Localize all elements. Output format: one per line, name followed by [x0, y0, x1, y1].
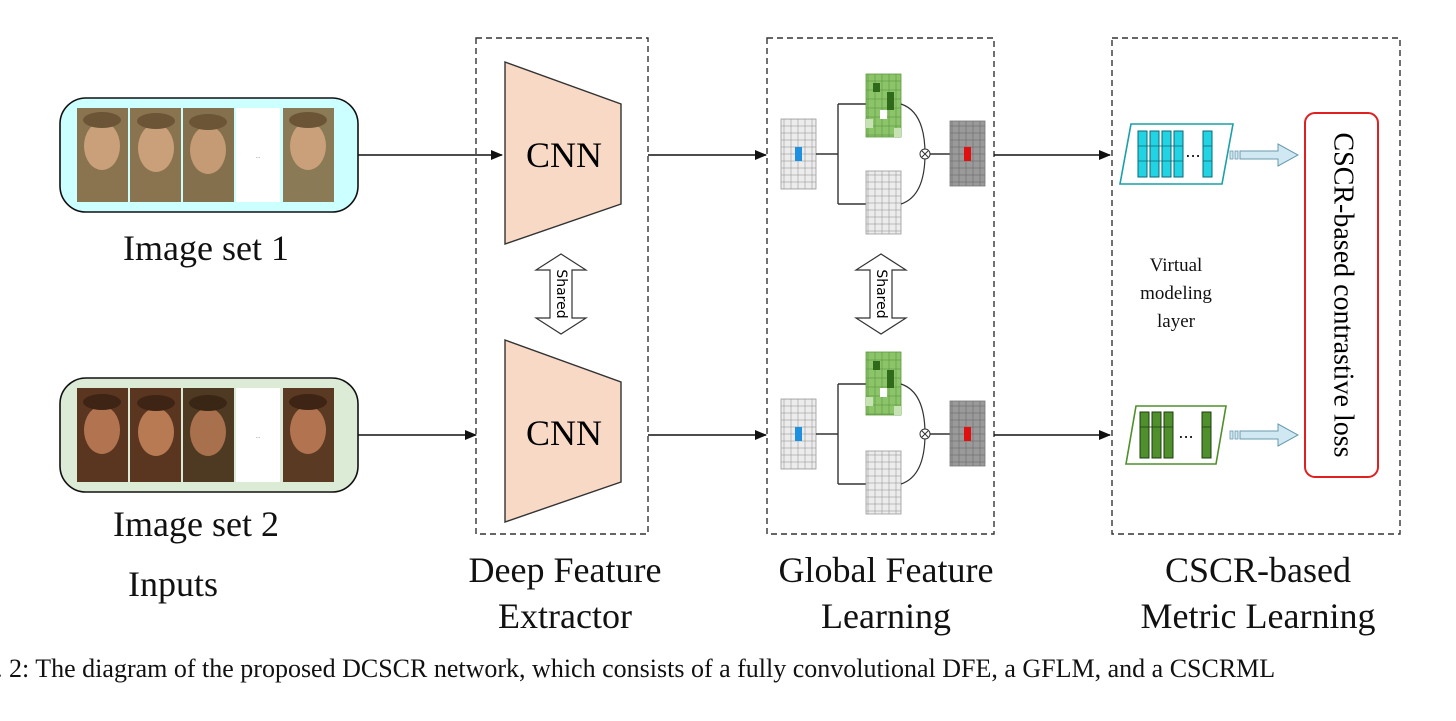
- face-thumb: [130, 388, 181, 482]
- cnn-block-1: [504, 61, 622, 245]
- face-thumb: [183, 388, 234, 482]
- ellipsis-slot: [236, 108, 280, 202]
- extractor-box: [475, 37, 649, 535]
- global-section-label-line1: Global Feature: [778, 550, 994, 590]
- extractor-section-label-line1: Deep Feature: [468, 550, 662, 590]
- shared-label-1: Shared: [553, 269, 569, 318]
- image-set-2-label: Image set 2: [113, 504, 279, 544]
- face-thumb: [77, 108, 128, 202]
- virtual-modeling-layer-label: Virtual modeling layer: [1126, 252, 1226, 336]
- virtual-line-2: modeling: [1140, 283, 1212, 304]
- inputs-section-label: Inputs: [128, 564, 218, 604]
- metric-section-label-line1: CSCR-based: [1164, 550, 1351, 590]
- feature-map-gray: [865, 450, 902, 515]
- extractor-section-label-line2: Extractor: [498, 596, 632, 636]
- ellipsis-1: ...: [256, 154, 261, 160]
- feature-highlight-blue: [795, 427, 802, 441]
- image-set-2: [59, 377, 359, 493]
- feature-vector-2: ...: [1125, 405, 1227, 465]
- face-thumb: [283, 108, 334, 202]
- feature-map-gray: [865, 170, 902, 235]
- gfl-branch-2: [780, 351, 986, 515]
- face-thumb: [183, 108, 234, 202]
- shared-label-2: Shared: [873, 269, 889, 318]
- face-thumb: [283, 388, 334, 482]
- cnn-label-2: CNN: [526, 413, 602, 453]
- global-box: [766, 37, 995, 535]
- global-section-label-line2: Learning: [821, 596, 951, 636]
- contrastive-loss-box: [1304, 112, 1379, 478]
- metric-box: [1111, 37, 1401, 535]
- gfl-branch-1: [780, 73, 986, 235]
- ellipsis-2: ...: [256, 434, 261, 440]
- face-thumb: [77, 388, 128, 482]
- hollow-arrow-1: [1229, 143, 1300, 167]
- virtual-line-3: layer: [1157, 311, 1195, 332]
- face-thumb: [130, 108, 181, 202]
- image-set-1: [59, 97, 359, 213]
- feature-map-output: [949, 400, 986, 467]
- hollow-arrow-2: [1229, 423, 1300, 447]
- shared-arrow-2: Shared: [853, 253, 909, 335]
- cnn-label-1: CNN: [526, 135, 602, 175]
- feature-vector-1: ...: [1119, 123, 1234, 185]
- figure-caption: . 2: The diagram of the proposed DCSCR n…: [0, 654, 1276, 683]
- image-set-1-label: Image set 1: [123, 228, 289, 268]
- virtual-line-1: Virtual: [1149, 255, 1203, 276]
- vector-ellipsis-2: ...: [1178, 423, 1193, 442]
- shared-arrow-1: Shared: [533, 253, 589, 335]
- vector-ellipsis-1: ...: [1185, 142, 1200, 161]
- contrastive-loss-label: CSCR-based contrastive loss: [1328, 132, 1359, 457]
- cnn-block-2: [504, 339, 622, 523]
- feature-highlight-red: [964, 147, 971, 161]
- ellipsis-slot: [236, 388, 280, 482]
- metric-section-label-line2: Metric Learning: [1140, 596, 1376, 636]
- feature-highlight-red: [964, 427, 971, 441]
- feature-highlight-blue: [795, 147, 802, 161]
